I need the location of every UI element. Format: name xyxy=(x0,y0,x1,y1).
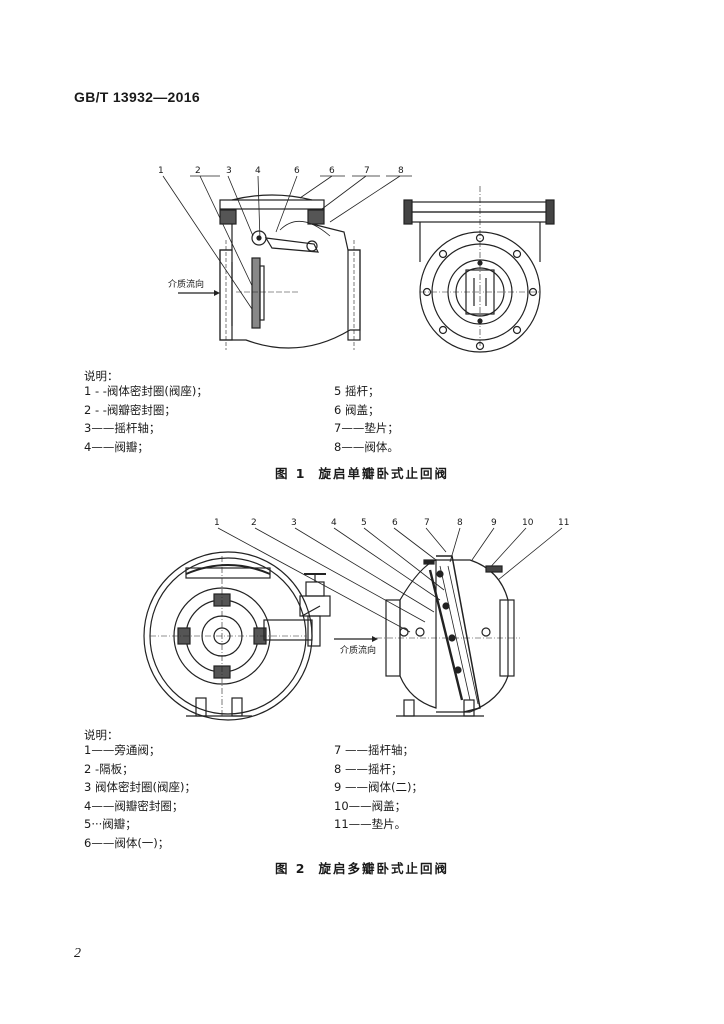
fig2-legend-item: 4——阀瓣密封圈； xyxy=(84,798,184,813)
fig1-front-view xyxy=(403,186,555,353)
fig2-legend: 1——旁通阀； 7 ——摇杆轴； 2 -隔板； 8 ——摇杆； 3 阀体密封圈(… xyxy=(84,741,644,852)
fig1-legend-item: 5 摇杆； xyxy=(334,384,380,398)
fig2-caption-title: 旋启多瓣卧式止回阀 xyxy=(318,861,450,876)
fig2-legend-item: 9 ——阀体(二)； xyxy=(334,780,423,794)
fig1-leader-lines xyxy=(162,175,412,319)
fig2-side-section xyxy=(334,555,520,717)
figure-2-drawing: 1 2 3 4 5 6 7 8 9 10 11 xyxy=(143,518,569,721)
fig2-legend-item: 6——阀体(一)； xyxy=(84,835,170,850)
standard-number: GB/T 13932—2016 xyxy=(74,89,200,105)
fig2-callout-4: 4 xyxy=(331,518,337,528)
fig1-callout-6: 6 xyxy=(329,166,335,176)
fig1-callout-1: 1 xyxy=(158,166,164,176)
fig2-callout-3: 3 xyxy=(291,518,297,528)
fig2-legend-item: 7 ——摇杆轴； xyxy=(334,743,414,757)
fig2-callout-8: 8 xyxy=(457,518,463,528)
fig1-legend-item: 3——摇杆轴； xyxy=(84,421,161,435)
fig2-callout-2: 2 xyxy=(251,518,257,528)
fig1-caption-title: 旋启单瓣卧式止回阀 xyxy=(318,466,450,481)
fig2-caption: 图 2 旋启多瓣卧式止回阀 xyxy=(0,858,724,877)
fig2-callout-9: 9 xyxy=(491,518,497,528)
fig1-caption: 图 1 旋启单瓣卧式止回阀 xyxy=(0,463,724,482)
fig1-legend-item: 4——阀瓣； xyxy=(84,439,149,454)
fig2-legend-item: 5···阀瓣； xyxy=(84,817,137,831)
fig1-caption-number: 图 1 xyxy=(274,466,307,481)
fig2-legend-item: 3 阀体密封圈(阀座)； xyxy=(84,780,196,794)
fig2-legend-item: 8 ——摇杆； xyxy=(334,761,403,776)
fig1-legend-item: 6 阀盖； xyxy=(334,402,380,417)
fig2-legend-item: 2 -隔板； xyxy=(84,761,134,776)
fig2-legend-item: 11——垫片。 xyxy=(334,817,407,831)
fig2-callout-5: 5 xyxy=(361,518,367,528)
figure-1-drawing: 1 2 3 4 6 6 7 8 xyxy=(158,166,555,353)
fig1-callout-3: 3 xyxy=(226,166,232,176)
fig2-legend-item: 1——旁通阀； xyxy=(84,743,161,757)
fig1-callout-8: 8 xyxy=(398,166,404,176)
fig2-callout-1: 1 xyxy=(214,518,220,528)
fig2-callout-11: 11 xyxy=(558,518,569,528)
fig1-legend-item: 2 - -阀瓣密封圈； xyxy=(84,402,176,417)
fig1-callout-5: 6 xyxy=(294,166,300,176)
fig1-legend-item: 1 - -阀体密封圈(阀座)； xyxy=(84,384,208,398)
fig1-legend: 1 - -阀体密封圈(阀座)； 5 摇杆； 2 - -阀瓣密封圈； 6 阀盖； … xyxy=(84,382,644,456)
fig2-callout-10: 10 xyxy=(522,518,534,528)
page-number: 2 xyxy=(74,946,81,961)
fig1-callout-7: 7 xyxy=(364,166,370,176)
fig1-legend-item: 7——垫片； xyxy=(334,421,399,435)
fig1-legend-item: 8——阀体。 xyxy=(334,439,399,454)
fig1-flow-label: 介质流向 xyxy=(168,278,204,290)
fig2-legend-item: 10——阀盖； xyxy=(334,798,407,813)
fig2-callout-6: 6 xyxy=(392,518,398,528)
fig2-legend-item xyxy=(334,834,634,853)
fig2-callout-7: 7 xyxy=(424,518,430,528)
fig1-side-section xyxy=(178,194,361,350)
fig1-callout-2: 2 xyxy=(195,166,201,176)
fig1-legend-title: 说明： xyxy=(84,369,119,383)
fig2-caption-number: 图 2 xyxy=(274,861,307,876)
fig2-leader-lines xyxy=(217,527,563,633)
fig1-callout-4: 4 xyxy=(255,166,261,176)
fig2-flow-label: 介质流向 xyxy=(340,644,376,656)
fig2-legend-title: 说明： xyxy=(84,728,119,742)
fig2-end-view xyxy=(143,551,331,721)
